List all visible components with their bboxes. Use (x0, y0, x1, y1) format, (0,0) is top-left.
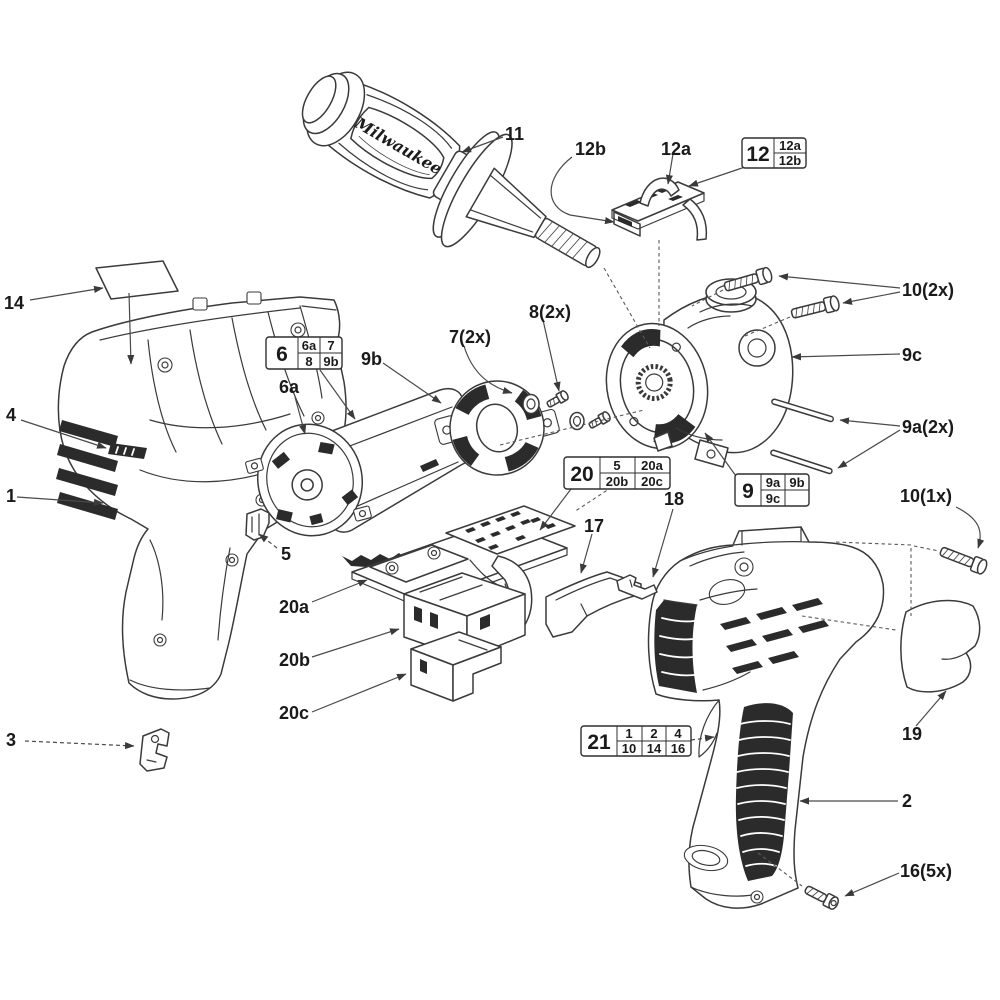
group-box-6-cell: 7 (327, 338, 334, 353)
gear-case-part (605, 278, 794, 468)
callout-leader-lines (16, 136, 985, 897)
group-box-12: 12 12a 12b (741, 137, 807, 169)
group-box-21: 21 1 2 4 10 14 16 (580, 725, 692, 757)
side-label-part (900, 599, 981, 693)
callout-3: 3 (6, 730, 16, 750)
callout-10-1x: 10(1x) (900, 486, 952, 506)
callout-1: 1 (6, 486, 16, 506)
callout-9b: 9b (361, 349, 382, 369)
group-box-12-cell: 12a (779, 138, 801, 153)
group-box-21-cell: 4 (674, 726, 682, 741)
callout-12a: 12a (661, 139, 692, 159)
callout-9a-2x: 9a(2x) (902, 417, 954, 437)
group-box-12-cell: 12b (779, 153, 801, 168)
callout-20c: 20c (279, 703, 309, 723)
callout-11: 11 (505, 124, 524, 144)
callout-20b: 20b (279, 650, 310, 670)
group-box-9-cell: 9b (789, 475, 804, 490)
alignment-pin-part (770, 449, 833, 475)
group-box-12-main: 12 (746, 143, 769, 166)
group-box-6-cell: 9b (323, 354, 338, 369)
group-box-6-main: 6 (276, 343, 288, 366)
callout-16-5x: 16(5x) (900, 861, 952, 881)
callout-8-2x: 8(2x) (529, 302, 571, 322)
group-box-20-cell: 5 (613, 458, 620, 473)
callout-4: 4 (6, 405, 16, 425)
callout-6a: 6a (279, 377, 300, 397)
callout-17: 17 (584, 516, 604, 536)
group-box-21-cell: 16 (671, 741, 685, 756)
callout-19: 19 (902, 724, 922, 744)
motor-screw-part (544, 388, 571, 411)
group-box-9-cell: 9a (766, 475, 781, 490)
group-box-20-cell: 20c (641, 474, 663, 489)
group-box-9: 9 9a 9b 9c (734, 473, 810, 507)
housing-screw-part (937, 543, 990, 576)
washer-part (522, 393, 585, 431)
callout-2: 2 (902, 791, 912, 811)
side-handle-part: Milwaukee (301, 71, 601, 269)
group-box-21-main: 21 (587, 731, 611, 754)
callout-10-2x: 10(2x) (902, 280, 954, 300)
housing-assembly-screw-part (802, 882, 841, 912)
motor-clip-part (245, 508, 270, 541)
group-box-20-cell: 20b (606, 474, 628, 489)
group-box-6-cell: 6a (302, 338, 317, 353)
group-box-21-cell: 10 (622, 741, 636, 756)
group-box-6: 6 6a 7 8 9b (265, 336, 343, 370)
bit-holder-clip-part (139, 728, 170, 772)
group-box-20-main: 20 (570, 463, 593, 486)
forward-reverse-shuttle-part (545, 571, 642, 638)
callout-20a: 20a (279, 597, 310, 617)
group-box-9-main: 9 (742, 480, 754, 503)
switch-assembly-part (351, 505, 576, 702)
callout-14: 14 (4, 293, 24, 313)
callout-12b: 12b (575, 139, 606, 159)
callout-9c: 9c (902, 345, 922, 365)
group-box-21-cell: 14 (647, 741, 662, 756)
callout-labels: 11 12b 12a 14 10(2x) 9c 8(2x) 7(2x) 9b 6… (4, 124, 954, 881)
group-box-21-cell: 2 (650, 726, 657, 741)
gearcase-screw-part (789, 294, 842, 323)
callout-7-2x: 7(2x) (449, 327, 491, 347)
alignment-pin-part (771, 398, 835, 423)
motor-screw-part (586, 409, 613, 432)
group-box-20: 20 5 20a 20b 20c (563, 456, 671, 490)
gear-selector-part (611, 177, 708, 241)
callout-18: 18 (664, 489, 684, 509)
callout-5: 5 (281, 544, 291, 564)
group-box-9-cell: 9c (766, 491, 780, 506)
warning-label-part (95, 260, 179, 300)
diagram-artwork: Milwaukee (56, 71, 990, 912)
right-housing-half-part (647, 526, 885, 909)
group-box-6-cell: 8 (305, 354, 312, 369)
group-box-21-cell: 1 (625, 726, 632, 741)
group-box-20-cell: 20a (641, 458, 663, 473)
retaining-clip-part (616, 574, 658, 600)
